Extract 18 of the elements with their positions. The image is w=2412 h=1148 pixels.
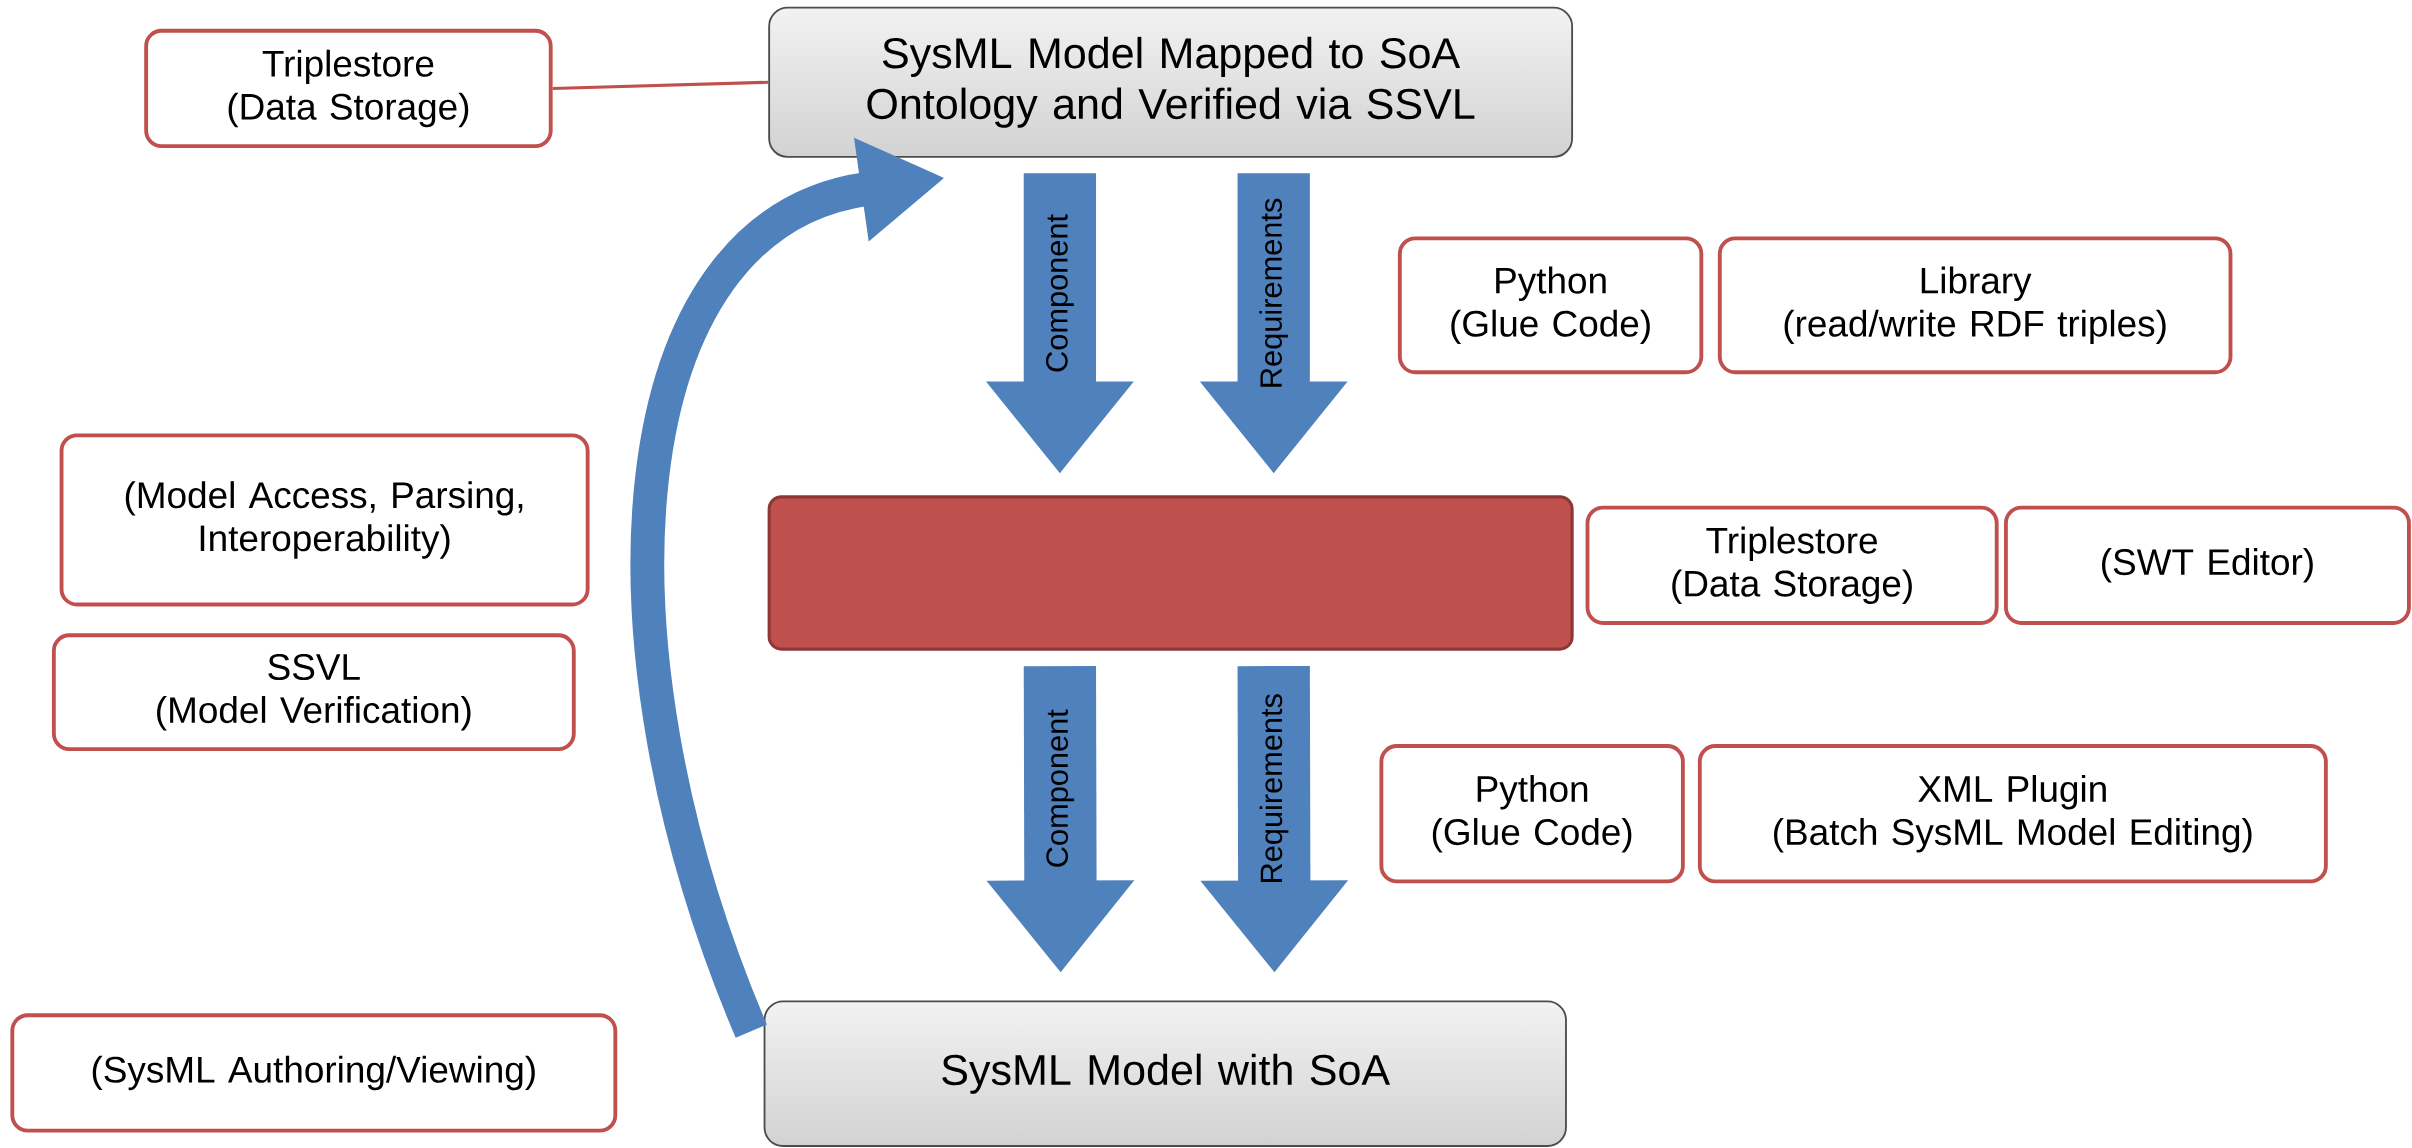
- label-box: SSVL (Model Verification): [51, 633, 576, 752]
- process-box: SysML Model Mapped to SoA Ontology and Verified via SSVL: [768, 7, 1574, 159]
- library-box: [767, 495, 1574, 651]
- label-box: Triplestore (Data Storage): [1585, 505, 1999, 626]
- edge-label: Requirements: [1257, 196, 1290, 391]
- label-box: (Model Access, Parsing, Interoperability): [59, 433, 590, 607]
- edge-label: Requirements: [1258, 691, 1290, 887]
- label-box: Python (Glue Code): [1379, 744, 1685, 884]
- label-box: (SysML Authoring/Viewing): [10, 1013, 618, 1133]
- label-box: (SWT Editor): [2004, 505, 2411, 626]
- label-box: Library (read/write RDF triples): [1717, 236, 2233, 375]
- edge-label: Component: [1044, 212, 1076, 375]
- label-box: Python (Glue Code): [1397, 236, 1704, 375]
- label-box: XML Plugin (Batch SysML Model Editing): [1697, 744, 2328, 884]
- edge-label: Component: [1044, 707, 1076, 871]
- process-box: SysML Model with SoA: [763, 1000, 1567, 1148]
- label-box: Triplestore (Data Storage): [144, 29, 553, 149]
- connector-line: [552, 80, 769, 91]
